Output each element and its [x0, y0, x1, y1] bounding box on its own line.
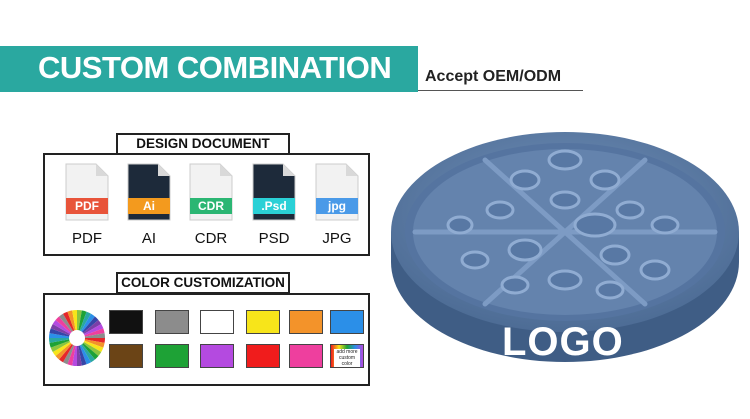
file-icon-text: jpg [328, 199, 346, 213]
oem-odm-text: Accept OEM/ODM [425, 68, 562, 85]
add-custom-color-swatch[interactable]: add more custom color [330, 344, 364, 368]
file-type-label: PSD [258, 230, 290, 247]
file-type-label: CDR [194, 230, 228, 247]
file-type-pdf: PDF PDF [56, 162, 118, 250]
design-document-label: DESIGN DOCUMENT [116, 133, 290, 155]
color-customization-label: COLOR CUSTOMIZATION [116, 272, 290, 294]
color-swatch[interactable] [200, 310, 234, 334]
color-swatch[interactable] [330, 310, 364, 334]
title-banner [0, 46, 418, 92]
pdf-file-icon [65, 163, 109, 221]
file-icon-text: CDR [198, 199, 224, 213]
product-logo-text: LOGO [502, 320, 624, 364]
color-swatch[interactable] [289, 344, 323, 368]
file-icon-text: PDF [75, 199, 99, 213]
color-swatch[interactable] [200, 344, 234, 368]
ai-file-icon [127, 163, 171, 221]
color-swatch[interactable] [109, 310, 143, 334]
file-type-label: JPG [322, 230, 352, 247]
color-swatch[interactable] [109, 344, 143, 368]
file-type-label: AI [141, 230, 157, 247]
psd-file-icon [252, 163, 296, 221]
divider-line [418, 90, 583, 91]
file-type-label: PDF [72, 230, 102, 247]
color-swatch[interactable] [155, 344, 189, 368]
color-swatch[interactable] [246, 344, 280, 368]
add-custom-color-label: add more custom color [334, 349, 360, 367]
banner-title: CUSTOM COMBINATION [38, 50, 392, 85]
color-swatch[interactable] [155, 310, 189, 334]
product-tray-image [391, 132, 739, 362]
color-swatch[interactable] [246, 310, 280, 334]
file-icon-text: .Psd [261, 199, 287, 213]
jpg-file-icon [315, 163, 359, 221]
cdr-file-icon [189, 163, 233, 221]
file-icon-text: Ai [143, 199, 155, 213]
file-type-cdr: CDR CDR [180, 162, 242, 250]
color-swatch[interactable] [289, 310, 323, 334]
color-wheel-icon [49, 310, 105, 366]
